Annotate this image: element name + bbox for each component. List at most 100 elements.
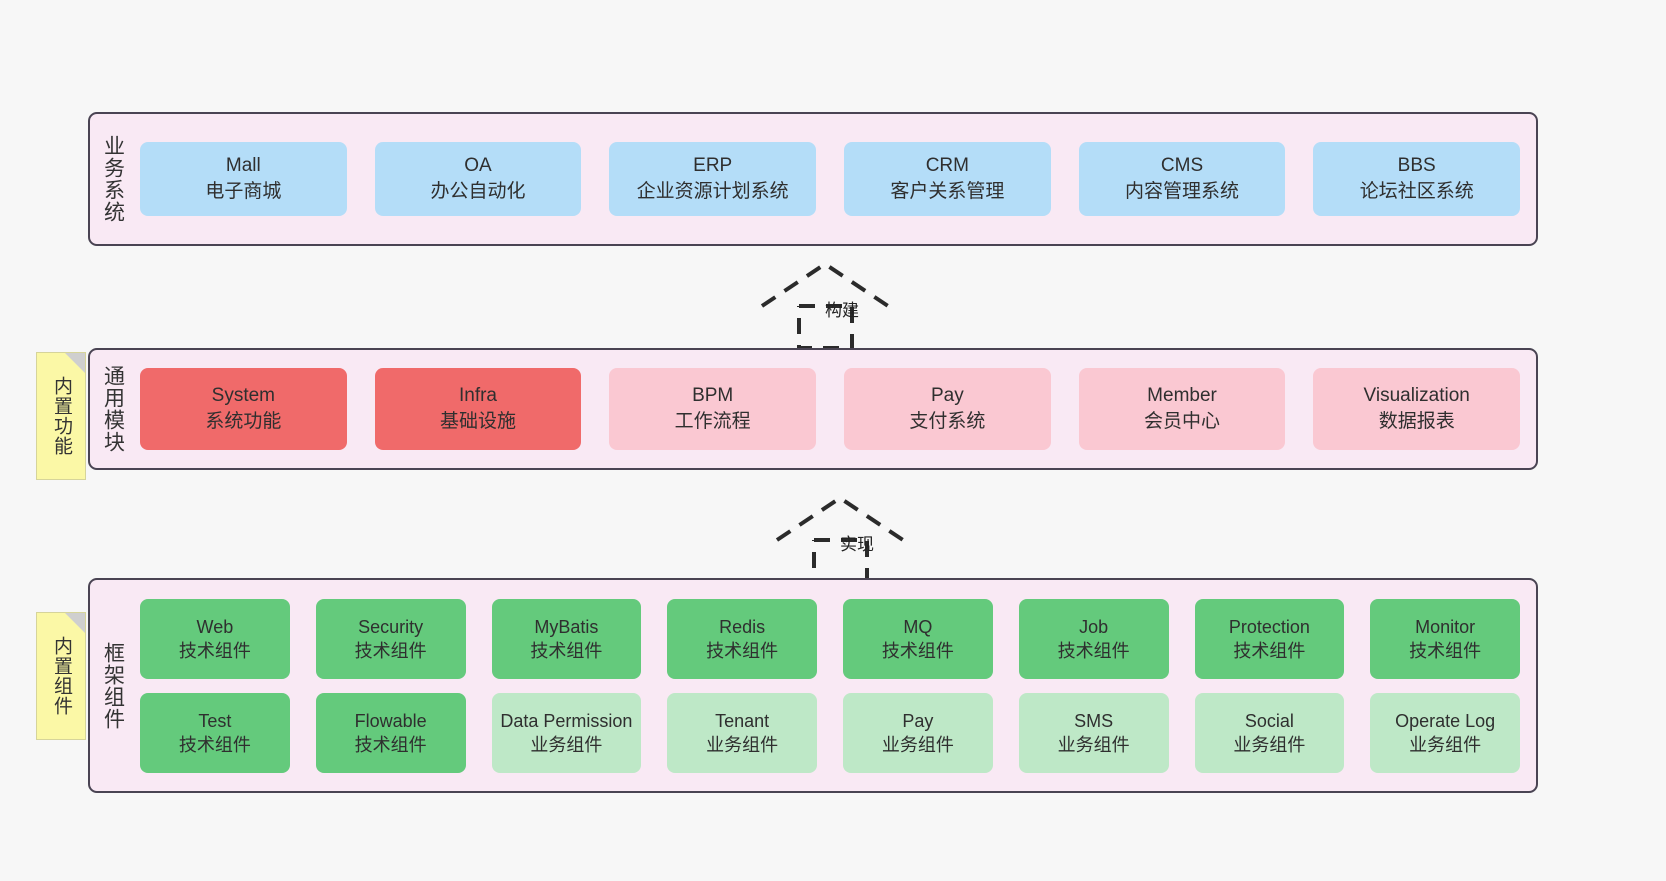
card-title: Monitor <box>1415 616 1476 637</box>
card-subtitle: 支付系统 <box>909 411 986 432</box>
card-title: Member <box>1147 385 1217 406</box>
card-subtitle: 技术组件 <box>881 640 954 661</box>
card-pay-component[interactable]: Pay 业务组件 <box>843 692 993 773</box>
card-title: Tenant <box>715 710 770 731</box>
card-sms[interactable]: SMS 业务组件 <box>1018 692 1169 773</box>
realization-arrow-implement-label: 实现 <box>840 535 874 554</box>
card-title: Pay <box>930 385 964 406</box>
card-cms[interactable]: CMS 内容管理系统 <box>1078 142 1286 216</box>
card-member[interactable]: Member 会员中心 <box>1078 368 1286 450</box>
note-fold-corner-icon <box>65 353 85 373</box>
card-subtitle: 论坛社区系统 <box>1359 181 1474 202</box>
card-operate-log[interactable]: Operate Log 业务组件 <box>1370 692 1520 773</box>
card-subtitle: 技术组件 <box>1409 640 1482 661</box>
card-title: Redis <box>719 616 766 637</box>
card-title: MyBatis <box>534 616 599 637</box>
card-erp[interactable]: ERP 企业资源计划系统 <box>609 142 817 216</box>
card-title: Operate Log <box>1395 710 1496 731</box>
card-subtitle: 业务组件 <box>530 734 603 755</box>
card-data-permission[interactable]: Data Permission 业务组件 <box>491 692 642 773</box>
card-title: Security <box>358 616 424 637</box>
card-subtitle: 会员中心 <box>1144 411 1221 432</box>
card-subtitle: 业务组件 <box>881 734 954 755</box>
card-subtitle: 技术组件 <box>354 734 427 755</box>
card-pay-module[interactable]: Pay 支付系统 <box>844 368 1051 450</box>
layer-framework-components: 框架组件 Web 技术组件 Security 技术组件 MyBatis 技术组件… <box>88 578 1538 793</box>
card-title: Protection <box>1228 616 1310 637</box>
card-title: SMS <box>1074 710 1114 731</box>
card-mybatis[interactable]: MyBatis 技术组件 <box>491 598 642 679</box>
card-subtitle: 数据报表 <box>1378 411 1455 432</box>
card-subtitle: 技术组件 <box>1057 640 1130 661</box>
card-subtitle: 业务组件 <box>1233 734 1306 755</box>
realization-arrow-implement: 实现 <box>772 492 932 584</box>
layer-common-modules-title: 通用模块 <box>101 365 125 453</box>
card-subtitle: 工作流程 <box>674 411 751 432</box>
card-title: Test <box>198 710 232 731</box>
card-web[interactable]: Web 技术组件 <box>140 598 290 679</box>
card-crm[interactable]: CRM 客户关系管理 <box>844 142 1051 216</box>
card-title: BPM <box>692 385 734 406</box>
card-subtitle: 技术组件 <box>178 640 251 661</box>
card-subtitle: 技术组件 <box>1233 640 1306 661</box>
card-bpm[interactable]: BPM 工作流程 <box>609 368 817 450</box>
card-subtitle: 技术组件 <box>530 640 603 661</box>
framework-tech-row: Web 技术组件 Security 技术组件 MyBatis 技术组件 Redi… <box>140 598 1520 679</box>
card-tenant[interactable]: Tenant 业务组件 <box>667 692 817 773</box>
note-builtin-components: 内置组件 <box>36 612 86 740</box>
card-subtitle: 企业资源计划系统 <box>636 181 789 202</box>
card-subtitle: 业务组件 <box>1409 734 1482 755</box>
card-subtitle: 电子商城 <box>205 181 282 202</box>
card-bbs[interactable]: BBS 论坛社区系统 <box>1313 142 1521 216</box>
card-test[interactable]: Test 技术组件 <box>140 692 290 773</box>
card-security[interactable]: Security 技术组件 <box>315 598 466 679</box>
card-title: Visualization <box>1363 385 1470 406</box>
card-subtitle: 业务组件 <box>706 734 779 755</box>
note-fold-corner-icon <box>65 613 85 633</box>
card-subtitle: 办公自动化 <box>430 181 526 202</box>
card-oa[interactable]: OA 办公自动化 <box>374 142 582 216</box>
card-mall[interactable]: Mall 电子商城 <box>140 142 347 216</box>
card-subtitle: 技术组件 <box>178 734 251 755</box>
business-systems-row: Mall 电子商城 OA 办公自动化 ERP 企业资源计划系统 CRM 客户关系… <box>140 142 1521 216</box>
card-title: Job <box>1079 616 1109 637</box>
card-title: Web <box>196 616 234 637</box>
realization-arrow-build: 构建 <box>757 258 917 350</box>
card-social[interactable]: Social 业务组件 <box>1194 692 1345 773</box>
card-title: Data Permission <box>500 710 633 731</box>
card-flowable[interactable]: Flowable 技术组件 <box>315 692 466 773</box>
card-monitor[interactable]: Monitor 技术组件 <box>1370 598 1520 679</box>
card-subtitle: 基础设施 <box>440 411 517 432</box>
card-title: System <box>211 385 276 406</box>
card-title: BBS <box>1397 155 1436 176</box>
card-infra[interactable]: Infra 基础设施 <box>374 368 582 450</box>
layer-business-systems-title: 业务系统 <box>101 135 125 223</box>
note-builtin-features-label: 内置功能 <box>51 376 72 456</box>
card-title: Mall <box>225 155 261 176</box>
card-title: Social <box>1244 710 1294 731</box>
card-subtitle: 客户关系管理 <box>890 181 1005 202</box>
card-title: CRM <box>925 155 969 176</box>
card-mq[interactable]: MQ 技术组件 <box>843 598 993 679</box>
card-subtitle: 技术组件 <box>706 640 779 661</box>
layer-common-modules-body: System 系统功能 Infra 基础设施 BPM 工作流程 Pay 支付系统… <box>136 350 1536 468</box>
card-title: CMS <box>1160 155 1204 176</box>
card-title: MQ <box>903 616 933 637</box>
layer-framework-components-title: 框架组件 <box>101 641 125 730</box>
card-visualization[interactable]: Visualization 数据报表 <box>1313 368 1521 450</box>
layer-business-systems: 业务系统 Mall 电子商城 OA 办公自动化 ERP 企业资源计划系统 CRM… <box>88 112 1538 246</box>
card-title: Infra <box>458 385 498 406</box>
layer-common-modules: 通用模块 System 系统功能 Infra 基础设施 BPM 工作流程 Pay… <box>88 348 1538 470</box>
note-builtin-components-label: 内置组件 <box>51 636 72 716</box>
framework-business-row: Test 技术组件 Flowable 技术组件 Data Permission … <box>140 692 1520 773</box>
realization-arrow-build-label: 构建 <box>825 301 859 320</box>
card-job[interactable]: Job 技术组件 <box>1018 598 1169 679</box>
common-modules-row: System 系统功能 Infra 基础设施 BPM 工作流程 Pay 支付系统… <box>140 368 1521 450</box>
layer-framework-components-body: Web 技术组件 Security 技术组件 MyBatis 技术组件 Redi… <box>136 580 1536 791</box>
card-protection[interactable]: Protection 技术组件 <box>1194 598 1345 679</box>
card-redis[interactable]: Redis 技术组件 <box>667 598 817 679</box>
card-title: Flowable <box>354 710 427 731</box>
card-subtitle: 业务组件 <box>1057 734 1130 755</box>
card-system[interactable]: System 系统功能 <box>140 368 347 450</box>
card-subtitle: 技术组件 <box>354 640 427 661</box>
